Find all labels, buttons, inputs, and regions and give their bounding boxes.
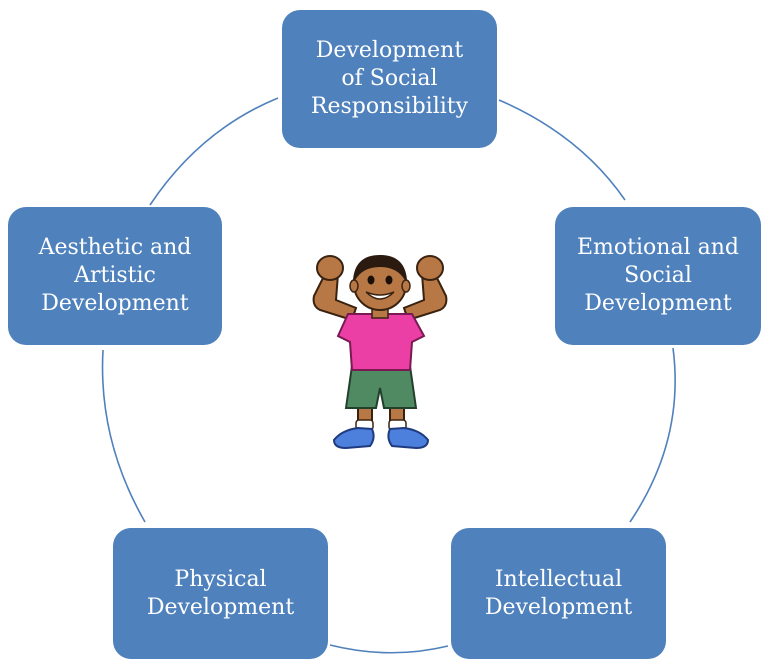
connector-bottom-left-left: [101, 349, 146, 523]
node-social-responsibility: Development of Social Responsibility: [282, 10, 497, 148]
node-physical: Physical Development: [113, 528, 328, 659]
node-aesthetic-artistic: Aesthetic and Artistic Development: [8, 207, 222, 345]
node-intellectual: Intellectual Development: [451, 528, 666, 659]
connector-left-top: [149, 97, 279, 206]
connector-right-bottom-right: [629, 347, 676, 523]
child-flexing-muscles-icon: [312, 254, 448, 450]
connector-top-right: [498, 99, 626, 201]
connector-bottom: [329, 644, 449, 654]
node-emotional-social: Emotional and Social Development: [555, 207, 761, 345]
